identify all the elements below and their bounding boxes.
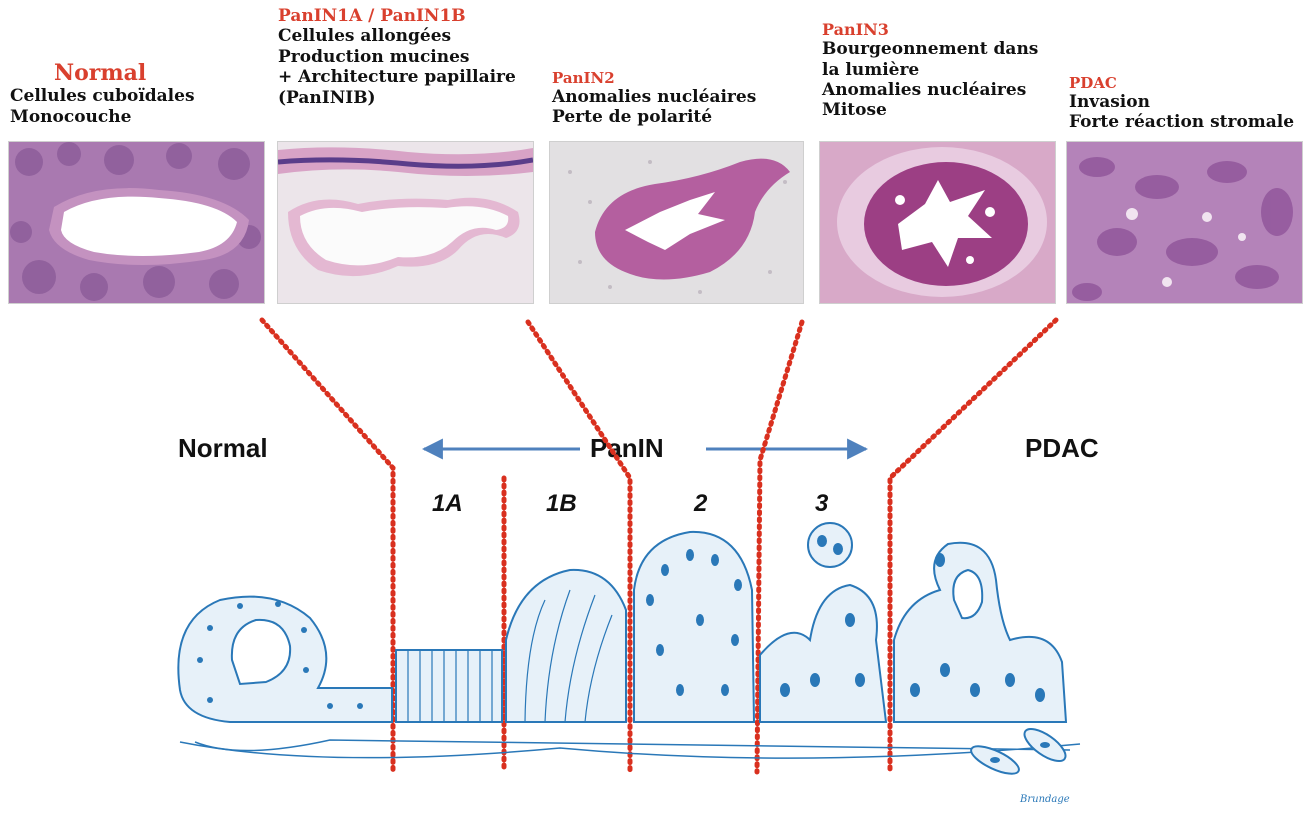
illustrator-signature: Brundage	[1019, 794, 1070, 805]
